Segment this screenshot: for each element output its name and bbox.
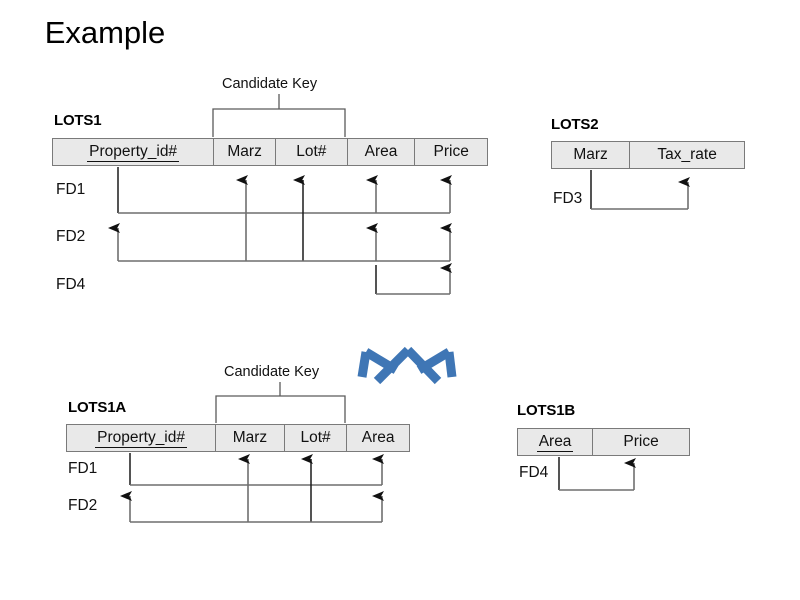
fd-arrow-lots1-fd1: [117, 167, 452, 214]
relation-table-lots1: Property_id# Marz Lot# Area Price: [52, 138, 488, 166]
candidate-key-caption-lots1a: Candidate Key: [224, 364, 320, 380]
attribute-cell-marz: Marz: [552, 142, 631, 168]
attribute-label: Property_id#: [95, 428, 187, 448]
attribute-cell-price: Price: [415, 139, 487, 165]
fd-label-lots1-fd4: FD4: [56, 276, 86, 293]
fd-arrow-lots1b-fd4: [558, 457, 636, 491]
attribute-label: Price: [433, 143, 469, 160]
attribute-cell-tax-rate: Tax_rate: [630, 142, 744, 168]
relation-table-lots1a: Property_id# Marz Lot# Area: [66, 424, 410, 452]
attribute-cell-lot: Lot#: [275, 139, 348, 165]
candidate-key-bracket-lots1a: [215, 382, 346, 423]
fd-label-lots1-fd2: FD2: [56, 228, 86, 245]
fd-arrow-lots1-fd4: [375, 263, 452, 295]
fd-label-lots1a-fd1: FD1: [68, 460, 98, 477]
attribute-label: Marz: [232, 429, 268, 446]
attribute-cell-marz: Marz: [214, 139, 276, 165]
attribute-cell-price: Price: [593, 429, 689, 455]
relation-name-lots1a: LOTS1A: [68, 399, 126, 416]
attribute-label: Lot#: [296, 143, 327, 160]
fd-label-lots1a-fd2: FD2: [68, 497, 98, 514]
attribute-label: Marz: [573, 146, 608, 163]
attribute-label: Area: [364, 143, 398, 160]
fd-arrow-lots2-fd3: [590, 170, 690, 210]
candidate-key-bracket-lots1: [212, 94, 346, 137]
attribute-cell-property-id: Property_id#: [67, 425, 217, 451]
relation-table-lots2: Marz Tax_rate: [551, 141, 745, 169]
page-title: Example: [44, 15, 166, 50]
fd-label-lots1b-fd4: FD4: [519, 464, 549, 481]
fd-arrow-lots1a-fd2: [120, 485, 384, 523]
attribute-cell-marz: Marz: [216, 425, 285, 451]
attribute-cell-area: Area: [347, 139, 416, 165]
attribute-cell-area: Area: [347, 425, 409, 451]
relation-name-lots1: LOTS1: [54, 112, 102, 129]
attribute-label: Area: [536, 432, 574, 452]
attribute-label: Tax_rate: [657, 146, 717, 163]
relation-name-lots1b: LOTS1B: [517, 402, 575, 419]
attribute-cell-property-id: Property_id#: [53, 139, 215, 165]
fd-arrow-lots1a-fd1: [129, 453, 384, 486]
fd-label-lots2-fd3: FD3: [553, 190, 583, 207]
attribute-label: Property_id#: [87, 142, 180, 162]
attribute-cell-area: Area: [518, 429, 594, 455]
attribute-label: Lot#: [300, 429, 331, 446]
relation-name-lots2: LOTS2: [551, 116, 599, 133]
attribute-label: Area: [361, 429, 395, 446]
attribute-label: Marz: [227, 143, 262, 160]
candidate-key-caption-lots1: Candidate Key: [222, 76, 318, 92]
relation-table-lots1b: Area Price: [517, 428, 690, 456]
fd-arrow-lots1-fd2: [108, 213, 452, 262]
decomposition-split-arrow: [357, 346, 457, 385]
attribute-cell-lot: Lot#: [284, 425, 348, 451]
attribute-label: Price: [623, 433, 659, 450]
fd-label-lots1-fd1: FD1: [56, 181, 86, 198]
